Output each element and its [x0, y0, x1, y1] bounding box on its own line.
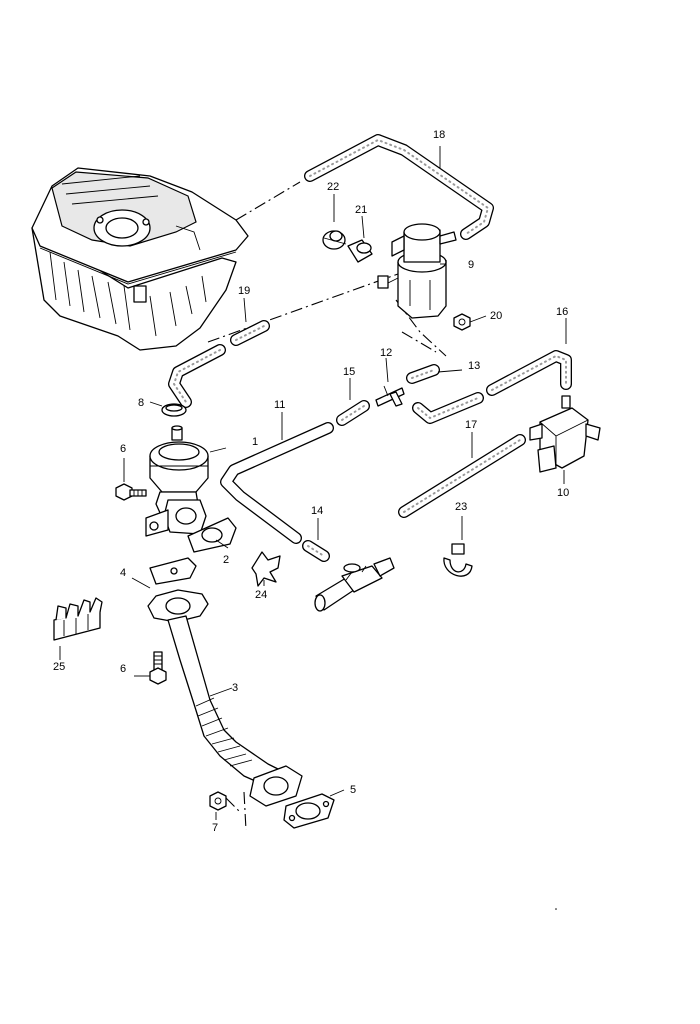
clamp-8	[161, 403, 187, 417]
callout-8: 8	[138, 397, 144, 409]
callout-21: 21	[355, 204, 367, 216]
check-valve	[314, 557, 395, 612]
callout-18: 18	[433, 129, 445, 141]
clip-24	[251, 551, 281, 587]
callout-3: 3	[232, 682, 238, 694]
egr-valve-1	[145, 425, 209, 537]
callout-11: 11	[274, 399, 285, 411]
callout-6-upper: 6	[120, 443, 126, 455]
callout-23: 23	[455, 501, 467, 513]
assembly-lines	[207, 181, 447, 831]
nut-20	[453, 313, 471, 331]
hose-16	[486, 350, 572, 396]
callout-2: 2	[223, 554, 229, 566]
callout-17: 17	[465, 419, 477, 431]
stud-6-lower	[149, 651, 167, 685]
nut-7	[209, 791, 227, 811]
pressure-converter-9	[377, 223, 457, 319]
callout-5: 5	[350, 784, 356, 796]
gasket-4	[149, 557, 197, 585]
air-filter-housing	[31, 167, 249, 351]
hose-13	[406, 364, 484, 424]
callout-15: 15	[343, 366, 355, 378]
callout-20: 20	[490, 310, 502, 322]
callout-24: 24	[255, 589, 267, 601]
hose-17	[398, 434, 526, 518]
callout-6-lower: 6	[120, 663, 126, 675]
speck	[555, 908, 557, 910]
gasket-2	[187, 517, 237, 553]
t-piece-12	[375, 385, 405, 407]
hose-14	[302, 540, 330, 562]
egr-pipe-3	[147, 589, 303, 807]
gasket-5	[283, 793, 335, 829]
hose-18	[304, 134, 494, 240]
hose-15	[336, 400, 370, 426]
callout-16: 16	[556, 306, 568, 318]
spacer-21	[347, 239, 373, 263]
callout-7: 7	[212, 822, 218, 834]
grommet-22	[322, 230, 347, 250]
callout-12: 12	[380, 347, 392, 359]
callout-9: 9	[468, 259, 474, 271]
callout-10: 10	[557, 487, 569, 499]
hose-11	[220, 422, 334, 544]
bolt-6-upper	[115, 483, 147, 501]
hose-19	[168, 320, 270, 408]
callout-4: 4	[120, 567, 126, 579]
callout-22: 22	[327, 181, 339, 193]
leader-lines	[59, 146, 567, 820]
callout-14: 14	[311, 505, 323, 517]
callout-13: 13	[468, 360, 480, 372]
callout-25: 25	[53, 661, 65, 673]
clamp-23	[443, 543, 473, 577]
callout-labels: 1 2 3 4 5 6 6 7 8 9 10 11 12 13 14 15 16…	[53, 129, 569, 834]
solenoid-valve-10	[529, 395, 601, 473]
callout-1: 1	[252, 436, 258, 448]
hose-clip-25	[53, 597, 103, 641]
callout-19: 19	[238, 285, 250, 297]
